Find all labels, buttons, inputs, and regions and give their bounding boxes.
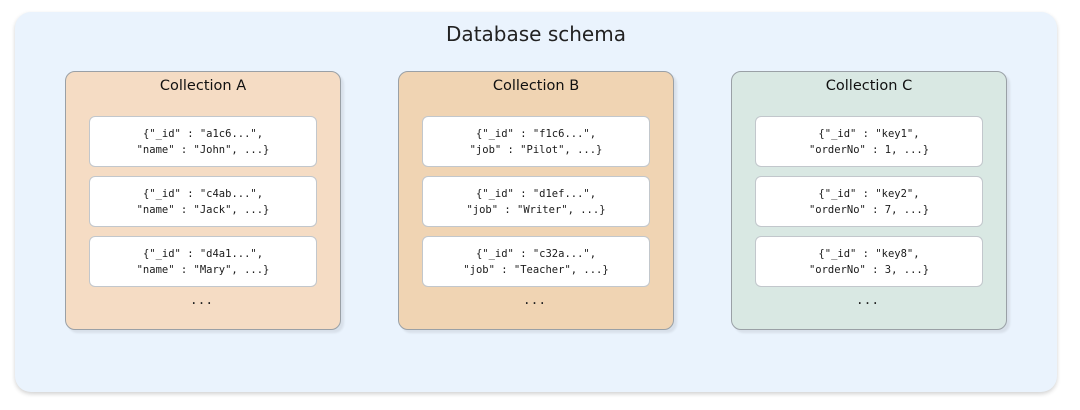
document-line-field: "name" : "Jack", ...}	[136, 203, 270, 216]
document-line-id: {"_id" : "c32a...",	[475, 247, 597, 260]
collection-a: Collection A {"_id" : "a1c6...", "name" …	[65, 71, 341, 330]
document-line-field: "name" : "Mary", ...}	[136, 263, 270, 276]
document-card: {"_id" : "a1c6...", "name" : "John", ...…	[89, 116, 317, 167]
schema-title: Database schema	[446, 22, 626, 46]
document-line-field: "orderNo" : 1, ...}	[808, 143, 930, 156]
document-card: {"_id" : "d4a1...", "name" : "Mary", ...…	[89, 236, 317, 287]
document-line-id: {"_id" : "key8",	[818, 247, 920, 260]
document-line-id: {"_id" : "d1ef...",	[475, 187, 597, 200]
database-schema-container: Database schema Collection A {"_id" : "a…	[15, 12, 1057, 392]
document-line-id: {"_id" : "a1c6...",	[142, 127, 264, 140]
document-card: {"_id" : "f1c6...", "job" : "Pilot", ...…	[422, 116, 650, 167]
more-documents-ellipsis: ...	[524, 290, 548, 308]
collection-title: Collection B	[492, 78, 580, 94]
more-documents-ellipsis: ...	[191, 290, 215, 308]
collection-title: Collection C	[825, 78, 913, 94]
document-line-field: "job" : "Pilot", ...}	[469, 143, 603, 156]
document-line-id: {"_id" : "d4a1...",	[142, 247, 264, 260]
document-card: {"_id" : "key1", "orderNo" : 1, ...}	[755, 116, 983, 167]
document-line-id: {"_id" : "key1",	[818, 127, 920, 140]
document-card: {"_id" : "d1ef...", "job" : "Writer", ..…	[422, 176, 650, 227]
document-line-id: {"_id" : "c4ab...",	[142, 187, 264, 200]
document-line-field: "job" : "Writer", ...}	[466, 203, 606, 216]
collection-title: Collection A	[159, 78, 247, 94]
document-card: {"_id" : "c32a...", "job" : "Teacher", .…	[422, 236, 650, 287]
collection-b: Collection B {"_id" : "f1c6...", "job" :…	[398, 71, 674, 330]
document-line-id: {"_id" : "key2",	[818, 187, 920, 200]
document-line-field: "orderNo" : 3, ...}	[808, 263, 930, 276]
document-line-id: {"_id" : "f1c6...",	[475, 127, 597, 140]
document-card: {"_id" : "key8", "orderNo" : 3, ...}	[755, 236, 983, 287]
document-card: {"_id" : "key2", "orderNo" : 7, ...}	[755, 176, 983, 227]
document-line-field: "name" : "John", ...}	[136, 143, 270, 156]
document-line-field: "job" : "Teacher", ...}	[463, 263, 609, 276]
document-card: {"_id" : "c4ab...", "name" : "Jack", ...…	[89, 176, 317, 227]
more-documents-ellipsis: ...	[857, 290, 881, 308]
document-line-field: "orderNo" : 7, ...}	[808, 203, 930, 216]
collection-c: Collection C {"_id" : "key1", "orderNo" …	[731, 71, 1007, 330]
